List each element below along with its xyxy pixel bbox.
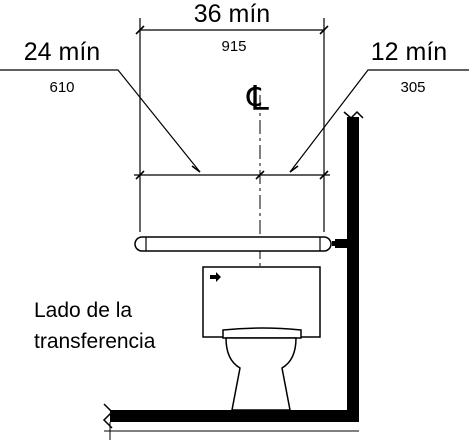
- grab-bar-rail: [134, 236, 332, 252]
- wall-break-lines: [102, 110, 364, 440]
- dimension-total: [135, 18, 329, 232]
- total-dimension-metric: 915: [221, 38, 246, 55]
- left-dimension-label: 24 mín: [24, 38, 100, 66]
- floor-slab: [110, 410, 359, 422]
- dispenser-body: [335, 239, 347, 248]
- centerline-symbol: ℄: [246, 80, 269, 118]
- flush-handle-icon: [210, 272, 221, 282]
- dimension-split: [134, 170, 330, 180]
- leaders: [0, 69, 469, 173]
- toilet: [202, 266, 321, 411]
- toilet-tank: [202, 266, 321, 338]
- right-dimension-metric: 305: [400, 79, 425, 96]
- total-dimension-label: 36 mín: [194, 0, 270, 28]
- wall: [110, 117, 359, 422]
- side-wall: [347, 117, 359, 422]
- leader-right: [289, 69, 469, 173]
- toilet-seat: [222, 327, 302, 339]
- transfer-side-line2: transferencia: [34, 330, 156, 353]
- left-dimension-metric: 610: [49, 79, 74, 96]
- toilet-bowl: [225, 337, 297, 411]
- grab-bar: [134, 236, 332, 252]
- paper-dispenser: [332, 239, 347, 248]
- transfer-side-line1: Lado de la: [34, 299, 132, 322]
- right-dimension-label: 12 mín: [371, 38, 447, 66]
- leader-left: [0, 69, 201, 173]
